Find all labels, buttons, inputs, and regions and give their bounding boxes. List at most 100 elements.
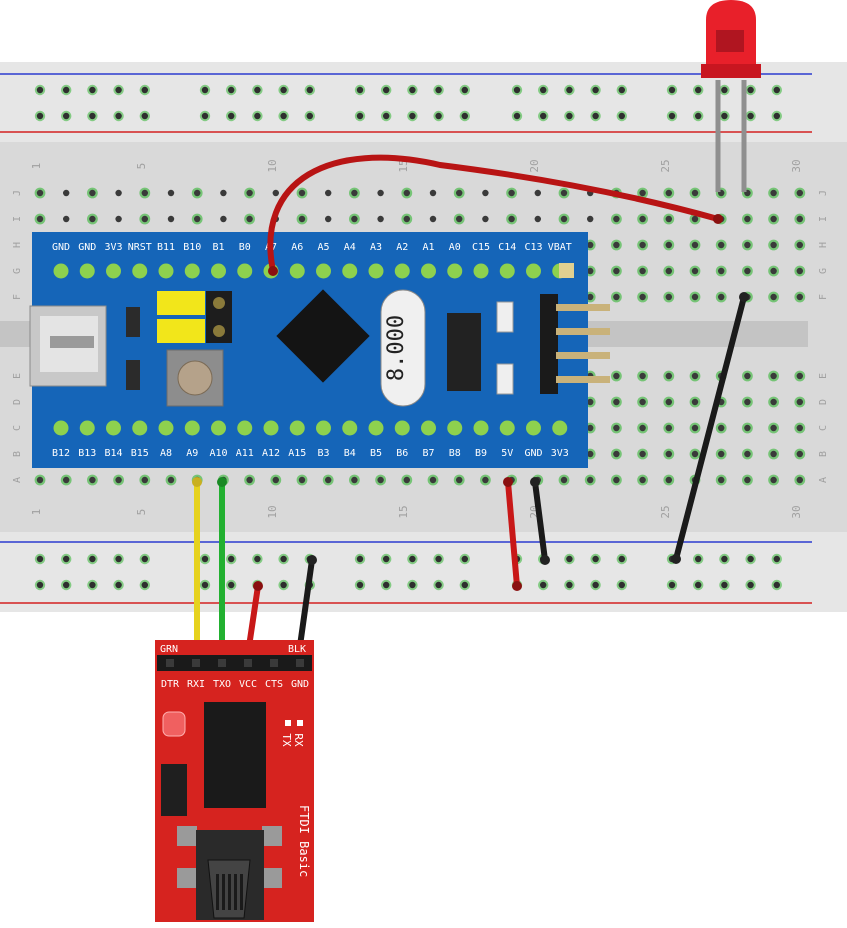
breadboard-hole xyxy=(272,189,279,197)
swd-pin xyxy=(556,304,610,311)
rail-hole xyxy=(62,112,70,120)
swd-pin xyxy=(556,328,610,335)
breadboard-hole xyxy=(796,372,803,380)
breadboard-hole xyxy=(665,241,672,249)
breadboard-hole xyxy=(691,372,699,380)
breadboard-hole xyxy=(796,424,803,432)
mcu-pin-pad-bottom xyxy=(184,420,200,436)
mcu-pin-pad-bottom xyxy=(211,420,226,436)
breadboard-hole xyxy=(429,189,437,197)
mcu-chip xyxy=(276,289,370,383)
row-letter-left: C xyxy=(12,425,23,431)
breadboard-hole xyxy=(167,189,175,197)
breadboard-hole xyxy=(587,450,594,458)
ftdi-header xyxy=(157,655,312,671)
breadboard-hole xyxy=(613,424,620,432)
breadboard-hole xyxy=(62,215,70,223)
breadboard-hole xyxy=(613,450,620,458)
row-letter-right: A xyxy=(818,477,829,483)
mcu-pin-label-bottom: A10 xyxy=(209,448,227,459)
column-number-top: 25 xyxy=(659,159,672,172)
boot-jumper-2 xyxy=(157,319,205,343)
rail-hole xyxy=(618,581,625,589)
usb-port-slot xyxy=(50,336,94,348)
mcu-pin-label-bottom: 5V xyxy=(501,448,513,459)
wire-gnd-mcu xyxy=(532,479,548,563)
breadboard-hole xyxy=(167,215,175,223)
rail-hole xyxy=(141,581,148,589)
mcu-pin-pad-top xyxy=(237,263,253,279)
reset-button-cap xyxy=(177,360,213,396)
rail-hole xyxy=(280,86,287,94)
mcu-pin-label-top: A0 xyxy=(449,242,461,253)
mcu-pin-label-top: C14 xyxy=(498,242,516,253)
usb-tab xyxy=(262,826,282,846)
breadboard-hole xyxy=(482,476,489,484)
led-die xyxy=(716,30,744,52)
column-number-top: 5 xyxy=(135,163,148,170)
breadboard-hole xyxy=(691,424,699,432)
rail-hole xyxy=(540,86,547,94)
breadboard-hole xyxy=(770,215,777,223)
row-letter-left: G xyxy=(12,268,23,274)
row-letter-left: B xyxy=(12,451,23,457)
rail-hole xyxy=(721,555,728,563)
rail-hole xyxy=(254,86,261,94)
breadboard-hole xyxy=(665,398,672,406)
mcu-pin-pad-bottom xyxy=(263,420,279,436)
breadboard-hole xyxy=(639,398,646,406)
breadboard-hole xyxy=(796,215,803,223)
rail-hole xyxy=(435,555,442,563)
rail-hole xyxy=(668,112,676,120)
breadboard-hole xyxy=(587,398,594,406)
breadboard-hole xyxy=(456,476,463,484)
ftdi-led xyxy=(297,720,303,726)
mcu-pin-label-top: B11 xyxy=(157,242,175,253)
rail-hole xyxy=(747,86,754,94)
breadboard-hole xyxy=(744,241,751,249)
row-letter-left: E xyxy=(12,373,23,379)
wire-end xyxy=(503,477,513,487)
column-number-bottom: 5 xyxy=(135,509,148,516)
usb-contact xyxy=(240,874,243,910)
breadboard-hole xyxy=(62,476,70,484)
rail-hole xyxy=(141,86,148,94)
row-letter-right: D xyxy=(818,399,829,405)
rail-hole xyxy=(747,581,754,589)
rail-hole xyxy=(773,555,780,563)
rail-hole xyxy=(747,112,754,120)
breadboard-hole xyxy=(456,215,463,223)
rail-hole xyxy=(540,112,547,120)
mcu-pin-pad-top xyxy=(132,263,148,279)
mcu-pin-label-bottom: B5 xyxy=(370,448,382,459)
mcu-pin-pad-top xyxy=(289,263,305,279)
rail-hole xyxy=(89,112,96,120)
mcu-pin-label-bottom: B6 xyxy=(396,448,408,459)
rail-hole xyxy=(695,86,702,94)
breadboard-hole xyxy=(691,267,699,275)
breadboard-hole xyxy=(115,189,122,197)
rail-hole xyxy=(201,555,209,563)
boot-jumper-1 xyxy=(157,291,205,315)
breadboard-hole xyxy=(377,476,384,484)
wire-end xyxy=(253,581,263,591)
breadboard-hole xyxy=(639,293,646,301)
breadboard-hole xyxy=(482,215,489,223)
mcu-pin-pad-bottom xyxy=(158,420,174,436)
rail-hole xyxy=(228,112,235,120)
mcu-pin-pad-bottom xyxy=(421,420,436,436)
ftdi-led xyxy=(285,720,291,726)
mcu-pin-label-top: A2 xyxy=(396,242,408,253)
breadboard-hole xyxy=(351,476,358,484)
column-number-bottom: 1 xyxy=(30,509,43,516)
row-letter-left: D xyxy=(12,399,23,405)
mcu-pin-label-top: GND xyxy=(52,242,70,253)
led-rim xyxy=(701,64,761,78)
ftdi-pin-label: VCC xyxy=(239,679,257,690)
rail-hole xyxy=(89,581,96,589)
breadboard-hole xyxy=(560,476,568,484)
breadboard-hole xyxy=(194,215,201,223)
breadboard-hole xyxy=(770,267,777,275)
ftdi-title: FTDI Basic xyxy=(297,805,311,877)
ftdi-pin xyxy=(166,659,174,667)
